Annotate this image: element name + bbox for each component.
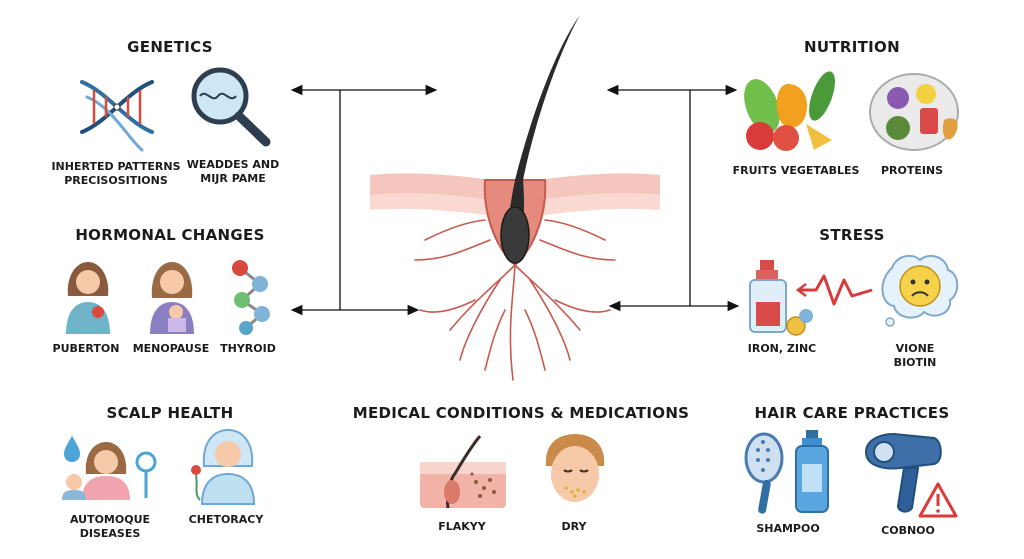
stress-heading: STRESS (819, 226, 885, 244)
hormonal-item-menopause: MENOPAUSE (132, 342, 210, 355)
mother-child-icon (150, 262, 194, 334)
genetics-item-weaddes: WEADDES AND MIJR PAME (186, 158, 280, 185)
supplement-bottle-icon (749, 260, 813, 336)
genetics-item-inherited: INHERTED PATTERNS PRECISOSITIONS (51, 160, 181, 187)
medical-item-dry: DRY (561, 520, 587, 533)
hormonal-item-puberton: PUBERTON (52, 342, 120, 355)
haircare-heading: HAIR CARE PRACTICES (754, 404, 950, 422)
vegetables-icon (744, 71, 835, 151)
nutrition-item-fruits: FRUITS VEGETABLES (732, 164, 860, 177)
dna-helix-icon (80, 80, 154, 152)
magnifying-glass-icon (191, 67, 271, 147)
nutrition-item-proteins: PROTEINS (880, 164, 944, 177)
hormonal-heading: HORMONAL CHANGES (75, 226, 265, 244)
worried-face-icon (881, 254, 959, 327)
haircare-item-cobnoo: COBNOO (881, 524, 935, 537)
medical-item-flakyy: FLAKYY (438, 520, 486, 533)
scalp-item-chetoracy: CHETORACY (188, 513, 264, 526)
woman-icon (66, 262, 110, 334)
haircare-item-shampoo: SHAMPOO (756, 522, 820, 535)
medical-heading: MEDICAL CONDITIONS & MEDICATIONS (352, 404, 690, 422)
skin-follicle-icon (420, 435, 506, 509)
hair-follicle-illustration (370, 15, 660, 381)
genetics-heading: GENETICS (127, 38, 213, 56)
brush-shampoo-icon (744, 430, 829, 514)
molecule-icon (232, 260, 270, 335)
stress-item-vione-biotin: VIONE BIOTIN (893, 342, 937, 369)
hair-dryer-warning-icon (864, 432, 958, 518)
doctor-icon (191, 428, 256, 505)
stress-zigzag-icon (796, 274, 873, 306)
hormonal-item-thyroid: THYROID (220, 342, 276, 355)
food-plate-icon (869, 73, 959, 151)
family-droplet-icon (62, 436, 157, 500)
stress-item-iron-zinc: IRON, ZINC (747, 342, 817, 355)
scalp-heading: SCALP HEALTH (106, 404, 234, 422)
nutrition-heading: NUTRITION (804, 38, 900, 56)
child-face-icon (545, 434, 605, 502)
scalp-item-automoque: AUTOMOQUE DISEASES (69, 513, 151, 540)
